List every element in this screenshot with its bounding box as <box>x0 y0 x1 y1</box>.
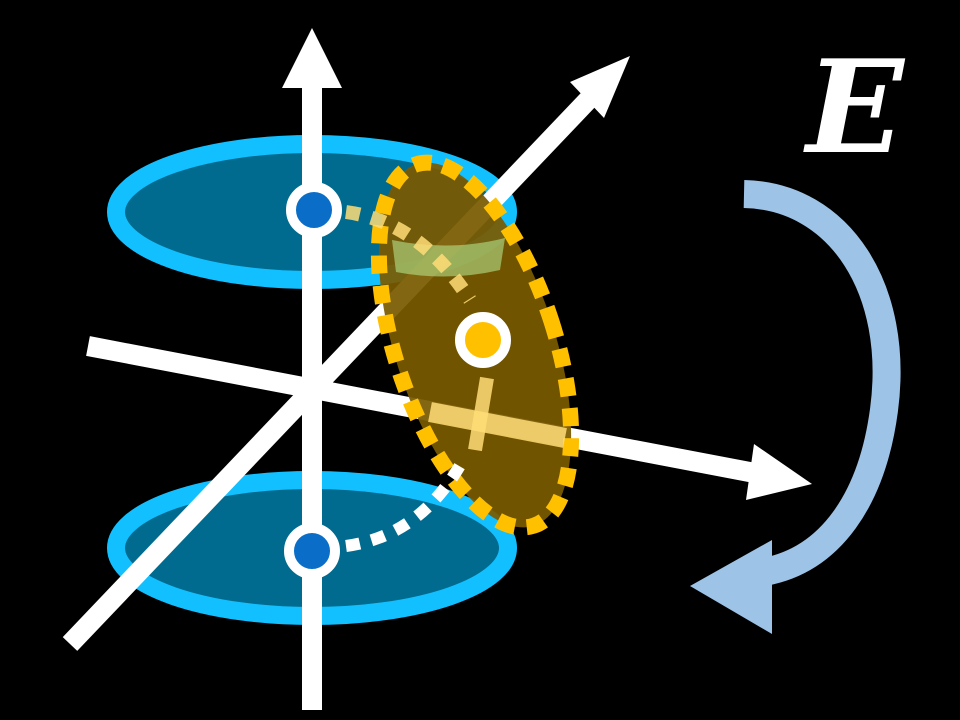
operator-label: E <box>803 33 905 183</box>
tilted-vertical-highlight <box>468 376 494 452</box>
diagonal-axis <box>62 56 630 651</box>
top-center-dot <box>286 182 342 238</box>
curved-arrow-icon <box>690 180 901 634</box>
tilted-axis-highlight <box>428 402 567 448</box>
bottom-center-dot <box>284 523 340 579</box>
upper-dotted-path <box>344 205 476 304</box>
tilted-center-dot <box>455 312 511 368</box>
